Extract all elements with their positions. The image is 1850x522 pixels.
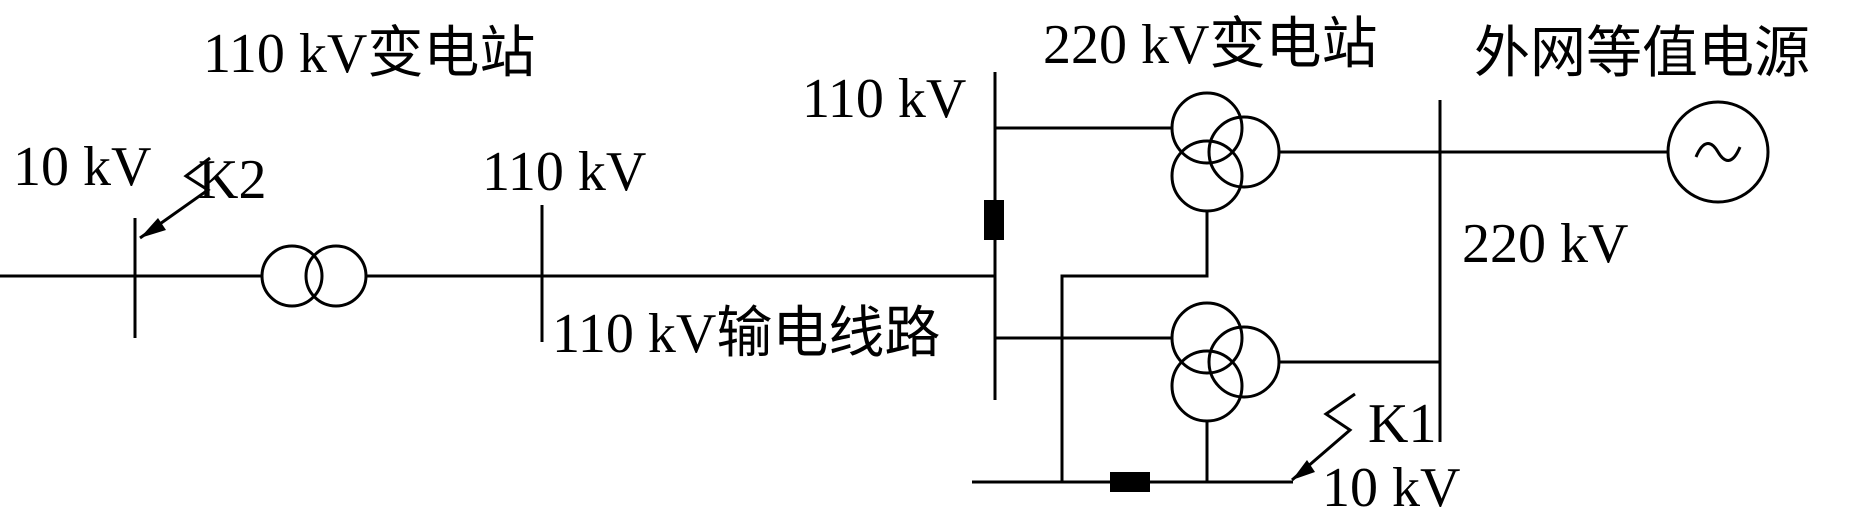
label-external-source: 外网等值电源 [1474,23,1810,85]
transformer-3winding-upper [1170,91,1281,213]
label-fault-k2: K2 [198,149,266,211]
fault-k2-icon [139,156,211,240]
label-line-110kv: 110 kV输电线路 [552,303,940,365]
ac-source-icon [1666,100,1770,204]
label-220kv-substation: 220 kV变电站 [1043,14,1377,76]
label-110kv-substation: 110 kV变电站 [203,23,535,85]
label-fault-k1: K1 [1368,393,1436,455]
label-bus-110kv-right: 110 kV [802,68,966,130]
transformer-3winding-lower [1170,301,1281,423]
line-t1-tertiary-to-10kv [1060,211,1209,482]
label-bus-10kv-bottom: 10 kV [1322,457,1460,519]
breaker-110kv-bus-section [984,200,1004,240]
label-bus-220kv: 220 kV [1462,213,1628,275]
transformer-110kv-substation [260,244,368,308]
fault-k1-icon [1291,392,1356,482]
breaker-10kv-bus-section [1110,472,1150,492]
label-bus-10kv-left: 10 kV [13,136,151,198]
label-bus-110kv-mid: 110 kV [482,141,646,203]
